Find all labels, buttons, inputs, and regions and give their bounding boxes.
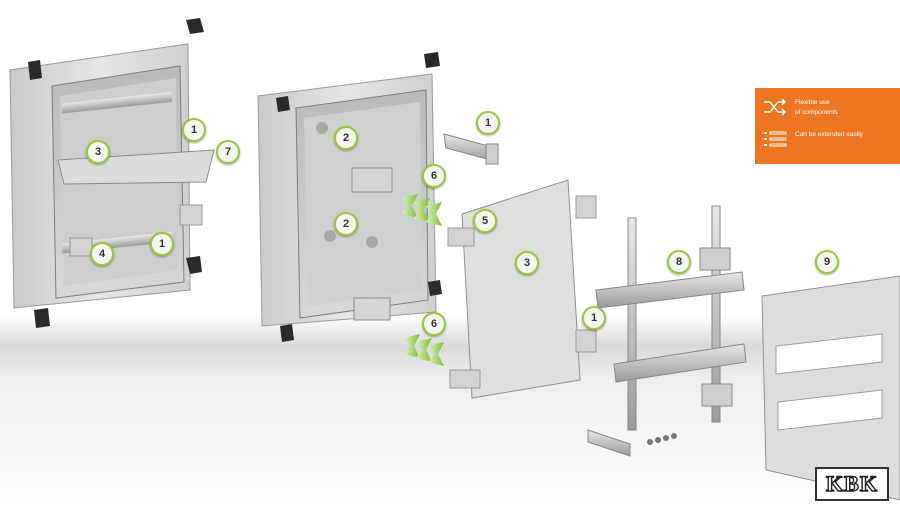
enclosure-left <box>9 18 215 328</box>
list-icon <box>764 131 787 147</box>
callout-1: 1 <box>476 111 500 135</box>
bracket-part <box>443 133 499 165</box>
callout-9: 9 <box>815 250 839 274</box>
callout-4: 4 <box>90 242 114 266</box>
callout-1: 1 <box>150 232 174 256</box>
callout-8: 8 <box>667 250 691 274</box>
feature-row-flexible: Flexible use of components <box>763 98 838 118</box>
callout-1: 1 <box>582 306 606 330</box>
kbk-logo: KBK <box>815 467 889 501</box>
callout-6: 6 <box>422 312 446 336</box>
callout-2: 2 <box>334 126 358 150</box>
callout-3: 3 <box>86 140 110 164</box>
insertion-arrows-lower <box>404 334 444 366</box>
callout-6: 6 <box>422 164 446 188</box>
feature-info-panel: Flexible use of components Can be extend… <box>755 88 900 164</box>
din-rail-frame <box>587 205 747 457</box>
feature-row-extendable: Can be extended easily <box>763 130 863 148</box>
callout-2: 2 <box>334 212 358 236</box>
feature-text-flexible: Flexible use of components <box>795 98 838 118</box>
callout-1: 1 <box>182 118 206 142</box>
callout-7: 7 <box>216 140 240 164</box>
front-cover <box>761 275 900 501</box>
insertion-arrows-upper <box>402 194 442 226</box>
callout-5: 5 <box>473 209 497 233</box>
enclosure-middle <box>257 52 442 342</box>
feature-line-1: Flexible use <box>795 99 830 106</box>
shuffle-icon <box>764 98 786 116</box>
callout-3: 3 <box>515 251 539 275</box>
feature-line-2: of components <box>795 109 838 116</box>
feature-text-extendable: Can be extended easily <box>795 131 863 138</box>
logo-text: KBK <box>825 470 878 496</box>
mounting-plate <box>447 179 597 399</box>
